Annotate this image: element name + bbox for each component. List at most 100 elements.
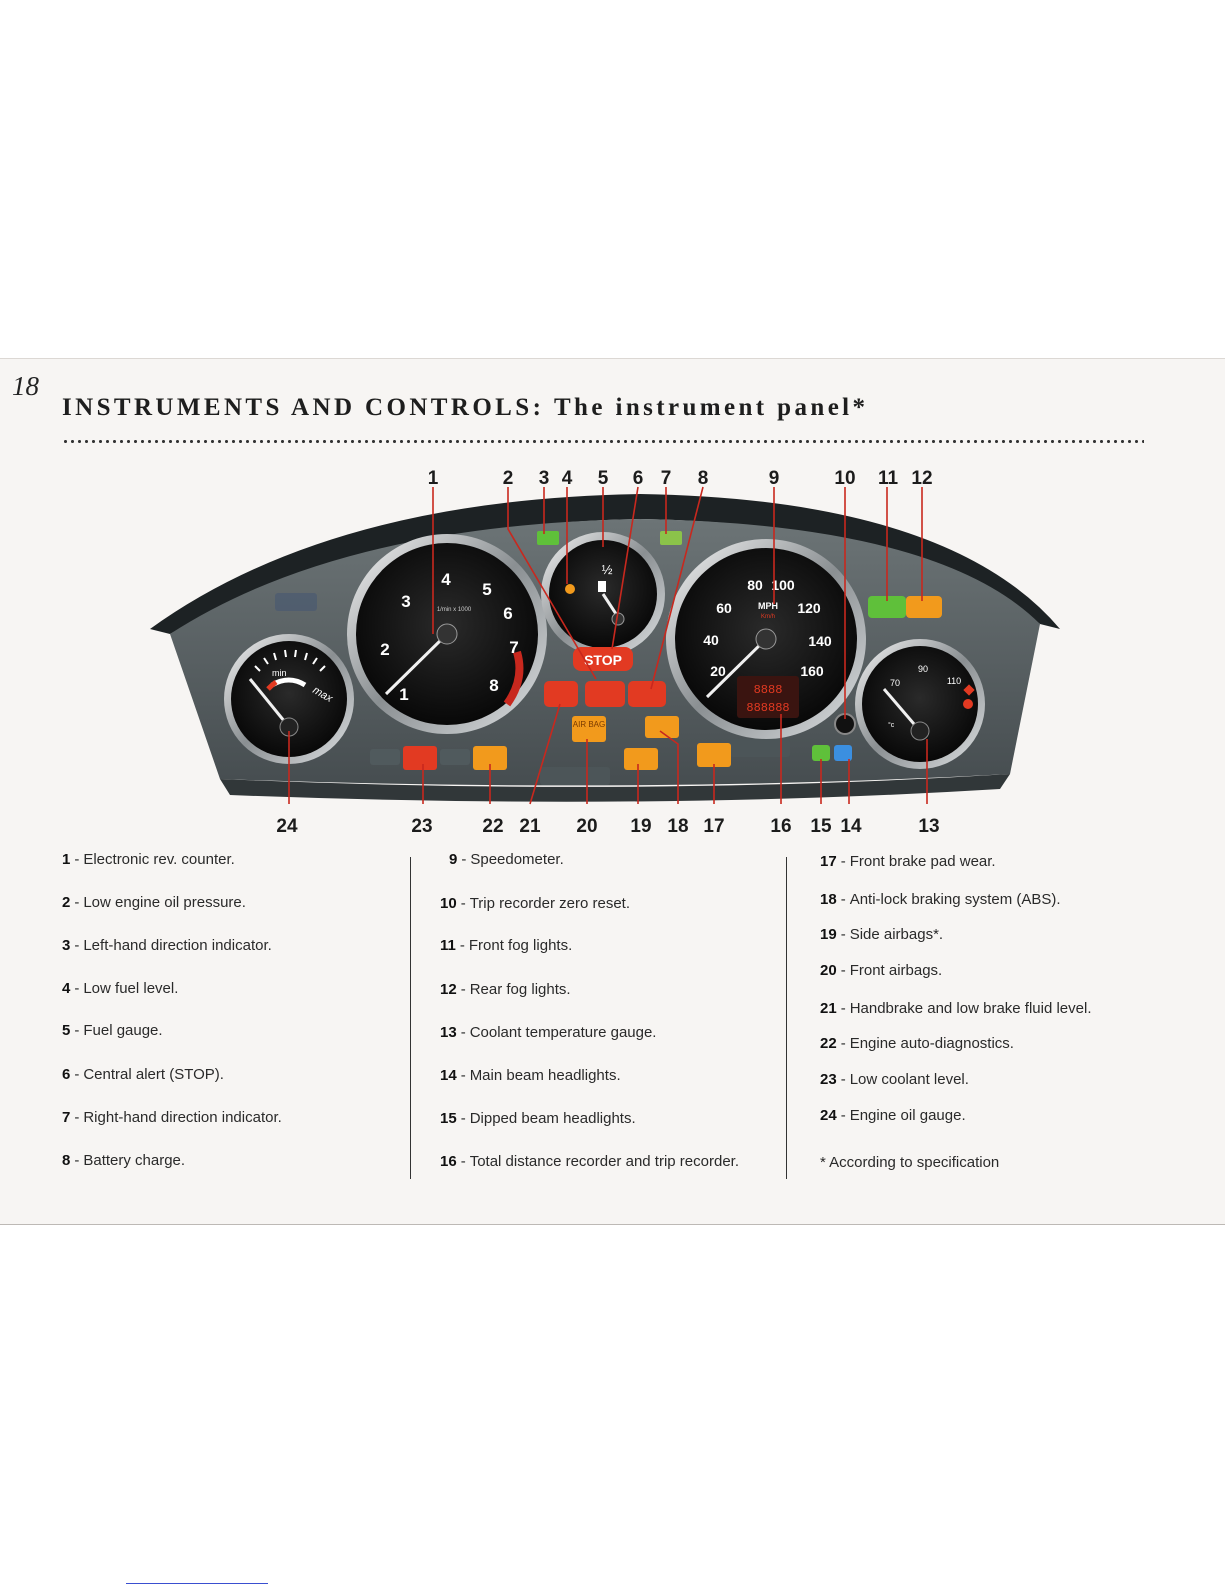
svg-text:8888: 8888 — [754, 683, 783, 697]
scan-artifact-line — [126, 1583, 268, 1584]
svg-text:min: min — [272, 668, 287, 678]
front-fog-lamp — [868, 596, 906, 618]
fuel-gauge: ½ — [541, 532, 665, 656]
callout-2: 2 — [503, 468, 514, 489]
airbag-lamp — [572, 716, 606, 742]
legend-item: 10-Trip recorder zero reset. — [440, 895, 631, 912]
svg-text:Km/h: Km/h — [761, 614, 775, 620]
callout-12: 12 — [911, 468, 932, 489]
dash-hood — [150, 494, 1060, 634]
brake-pad-lamp — [697, 743, 731, 767]
svg-text:120: 120 — [797, 600, 821, 616]
callout-13: 13 — [918, 816, 939, 837]
callout-numbers-top: 1 2 3 4 5 6 7 8 9 10 11 12 — [428, 468, 933, 489]
legend: 1-Electronic rev. counter. 2-Low engine … — [0, 839, 1225, 1199]
callout-leaders-top — [432, 486, 923, 719]
callout-16: 16 — [770, 816, 791, 837]
callout-22: 22 — [482, 816, 503, 837]
right-indicator-lamp — [660, 531, 682, 545]
rev-counter: 1 2 3 4 5 6 7 8 1/min x 1000 — [347, 534, 547, 734]
svg-text:MPH: MPH — [758, 601, 778, 611]
legend-item: 16-Total distance recorder and trip reco… — [440, 1153, 739, 1170]
legend-item: 13-Coolant temperature gauge. — [440, 1024, 657, 1041]
callout-numbers-bottom: 24 23 22 21 20 19 18 17 16 15 14 13 — [276, 816, 939, 837]
callout-7: 7 — [661, 468, 672, 489]
engine-oil-gauge: min max — [224, 634, 354, 764]
svg-text:5: 5 — [482, 580, 491, 599]
legend-item: 8-Battery charge. — [62, 1152, 186, 1169]
legend-item: 22-Engine auto-diagnostics. — [820, 1035, 1014, 1052]
column-divider — [410, 857, 411, 1179]
callout-9: 9 — [769, 468, 780, 489]
callout-23: 23 — [411, 816, 432, 837]
battery-lamp — [628, 681, 666, 707]
legend-item: 17-Front brake pad wear. — [820, 853, 996, 870]
legend-item: 18-Anti-lock braking system (ABS). — [820, 891, 1061, 908]
callout-15: 15 — [810, 816, 832, 837]
abs-lamp — [645, 716, 679, 738]
page-title-section: INSTRUMENTS AND CONTROLS: — [62, 394, 545, 421]
footnote: * According to specification — [820, 1154, 1000, 1171]
legend-item: 1-Electronic rev. counter. — [62, 851, 235, 868]
svg-text:2: 2 — [380, 640, 389, 659]
callout-5: 5 — [598, 468, 609, 489]
main-beam-lamp — [834, 745, 852, 761]
svg-text:110: 110 — [947, 676, 961, 686]
callout-6: 6 — [633, 468, 644, 489]
speedometer: 20 40 60 80 100 120 140 160 MPH Km/h 888… — [666, 539, 866, 739]
callout-14: 14 — [840, 816, 862, 837]
column-divider — [786, 857, 787, 1179]
rear-fog-lamp — [906, 596, 942, 618]
svg-text:STOP: STOP — [584, 652, 622, 668]
legend-item: 24-Engine oil gauge. — [820, 1107, 966, 1124]
dipped-beam-lamp — [812, 745, 830, 761]
svg-text:1: 1 — [399, 685, 408, 704]
legend-item: 15-Dipped beam headlights. — [440, 1110, 636, 1127]
dash-bottom-shelf — [220, 774, 1010, 802]
svg-text:°c: °c — [888, 721, 895, 729]
coolant-gauge: 70 90 110 °c — [855, 639, 985, 769]
callout-10: 10 — [834, 468, 855, 489]
legend-item: 4-Low fuel level. — [62, 980, 179, 997]
handbrake-lamp — [544, 681, 578, 707]
page-title-subject: The instrument panel* — [553, 394, 869, 421]
svg-text:80: 80 — [747, 577, 763, 593]
callout-20: 20 — [576, 816, 597, 837]
legend-item: 6-Central alert (STOP). — [62, 1066, 224, 1083]
svg-text:4: 4 — [441, 570, 451, 589]
callout-4: 4 — [562, 468, 573, 489]
dotted-rule — [62, 439, 1144, 444]
svg-text:AIR BAG: AIR BAG — [573, 720, 605, 729]
legend-item: 20-Front airbags. — [820, 962, 943, 979]
svg-text:160: 160 — [800, 663, 824, 679]
svg-text:7: 7 — [509, 638, 518, 657]
legend-item: 5-Fuel gauge. — [62, 1022, 163, 1039]
legend-item: 21-Handbrake and low brake fluid level. — [820, 1000, 1092, 1017]
page-number: 18 — [12, 371, 39, 401]
svg-text:60: 60 — [716, 600, 732, 616]
left-indicator-lamp — [537, 531, 559, 545]
svg-text:90: 90 — [918, 664, 928, 674]
legend-item: 9-Speedometer. — [449, 851, 564, 868]
callout-1: 1 — [428, 468, 439, 489]
oil-pressure-lamp — [585, 681, 625, 707]
svg-text:20: 20 — [710, 663, 726, 679]
callout-19: 19 — [630, 816, 651, 837]
side-airbag-lamp — [624, 748, 658, 770]
svg-text:70: 70 — [890, 678, 900, 688]
svg-text:3: 3 — [401, 592, 410, 611]
coolant-level-lamp — [403, 746, 437, 770]
svg-text:1/min x 1000: 1/min x 1000 — [437, 607, 472, 613]
page-title: INSTRUMENTS AND CONTROLS: The instrument… — [62, 394, 868, 422]
manual-page: 18 INSTRUMENTS AND CONTROLS: The instrum… — [0, 358, 1225, 1225]
callout-21: 21 — [519, 816, 541, 837]
svg-text:888888: 888888 — [746, 701, 789, 715]
svg-text:½: ½ — [602, 562, 613, 577]
callout-17: 17 — [703, 816, 724, 837]
legend-item: 2-Low engine oil pressure. — [62, 894, 246, 911]
callout-11: 11 — [878, 468, 899, 489]
svg-text:8: 8 — [489, 676, 498, 695]
legend-item: 12-Rear fog lights. — [440, 981, 571, 998]
callout-3: 3 — [539, 468, 550, 489]
legend-item: 19-Side airbags*. — [820, 926, 944, 943]
